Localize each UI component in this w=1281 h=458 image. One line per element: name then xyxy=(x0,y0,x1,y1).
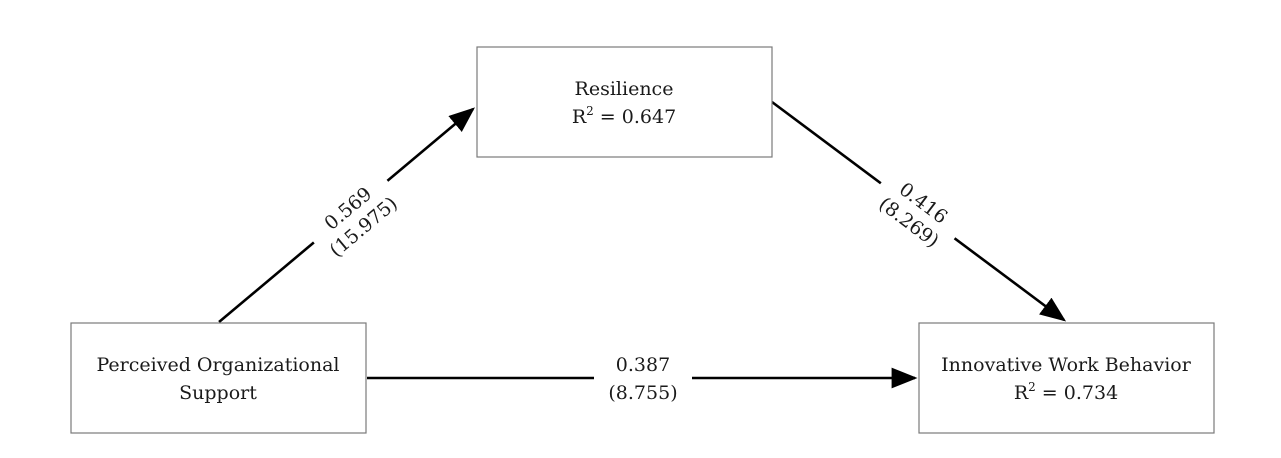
edge-coefficient: 0.387 xyxy=(616,354,670,376)
node-title-line1: Perceived Organizational xyxy=(97,354,340,376)
edge-pos-to-iwb: 0.387 (8.755) xyxy=(367,348,918,406)
node-perceived-organizational-support: Perceived Organizational Support xyxy=(70,322,367,434)
edge-t-value: (8.755) xyxy=(608,382,677,404)
r-squared: R2 = 0.647 xyxy=(572,104,676,128)
r-squared: R2 = 0.734 xyxy=(1014,380,1118,404)
node-title: Innovative Work Behavior xyxy=(941,354,1192,376)
node-innovative-work-behavior: Innovative Work Behavior R2 = 0.734 xyxy=(918,322,1215,434)
edge-pos-to-resilience: 0.569 (15.975) xyxy=(218,107,475,323)
node-resilience: Resilience R2 = 0.647 xyxy=(476,46,773,158)
node-title-line2: Support xyxy=(179,382,257,404)
node-title: Resilience xyxy=(575,78,674,100)
edge-resilience-to-iwb: 0.416 (8.269) xyxy=(771,100,1067,322)
